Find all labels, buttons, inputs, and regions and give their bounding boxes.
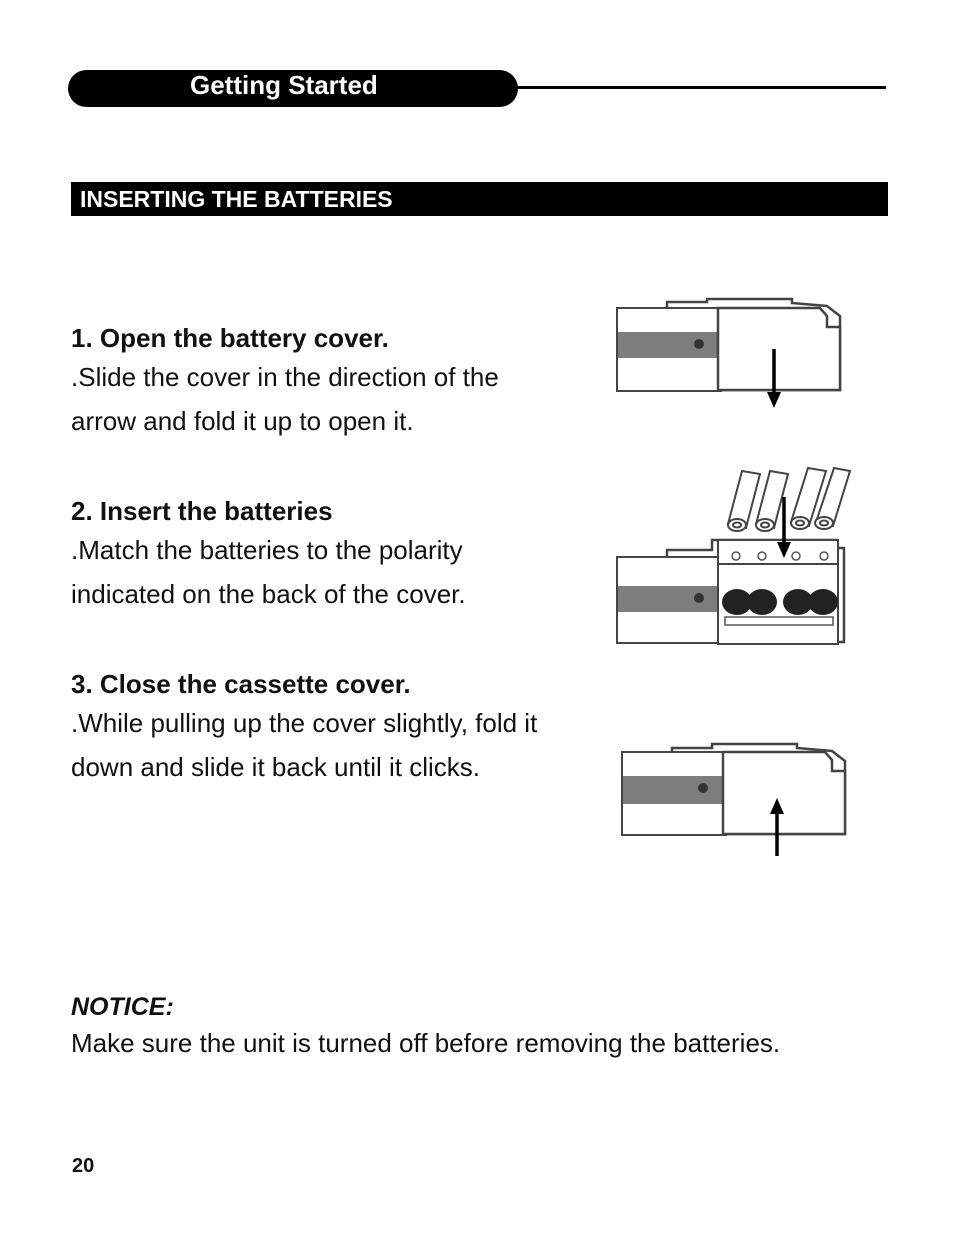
battery-icon — [726, 469, 762, 532]
step-2-heading: 2. Insert the batteries — [71, 496, 333, 526]
insert-batteries-illustration — [616, 466, 852, 645]
header-rule — [515, 86, 886, 89]
step-1: 1. Open the battery cover. .Slide the co… — [71, 320, 571, 443]
arrow-down-icon — [777, 542, 791, 558]
step-2-text: .Match the batteries to the polarity ind… — [71, 535, 466, 609]
notice-heading: NOTICE: — [71, 993, 174, 1021]
section-header-pill: Getting Started — [68, 70, 518, 107]
step-2: 2. Insert the batteries .Match the batte… — [71, 493, 571, 616]
open-cover-illustration — [616, 297, 842, 408]
step-3-text: .While pulling up the cover slightly, fo… — [71, 708, 538, 782]
page-number: 20 — [72, 1155, 95, 1177]
notice-text: Make sure the unit is turned off before … — [71, 1028, 781, 1058]
battery-icon — [814, 466, 852, 530]
notice-block: NOTICE: Make sure the unit is turned off… — [71, 990, 901, 1062]
step-3: 3. Close the cassette cover. .While pull… — [71, 666, 571, 789]
step-3-heading: 3. Close the cassette cover. — [71, 669, 411, 699]
arrow-down-icon — [767, 392, 781, 408]
section-title: INSERTING THE BATTERIES — [80, 186, 393, 212]
step-1-heading: 1. Open the battery cover. — [71, 323, 389, 353]
battery-icon — [754, 469, 790, 532]
battery-icon — [789, 466, 828, 530]
arrow-up-icon — [770, 798, 784, 814]
step-1-text: .Slide the cover in the direction of the… — [71, 362, 499, 436]
close-cover-illustration — [621, 742, 847, 856]
chapter-title: Getting Started — [190, 70, 378, 100]
section-title-bar: INSERTING THE BATTERIES — [71, 182, 888, 216]
